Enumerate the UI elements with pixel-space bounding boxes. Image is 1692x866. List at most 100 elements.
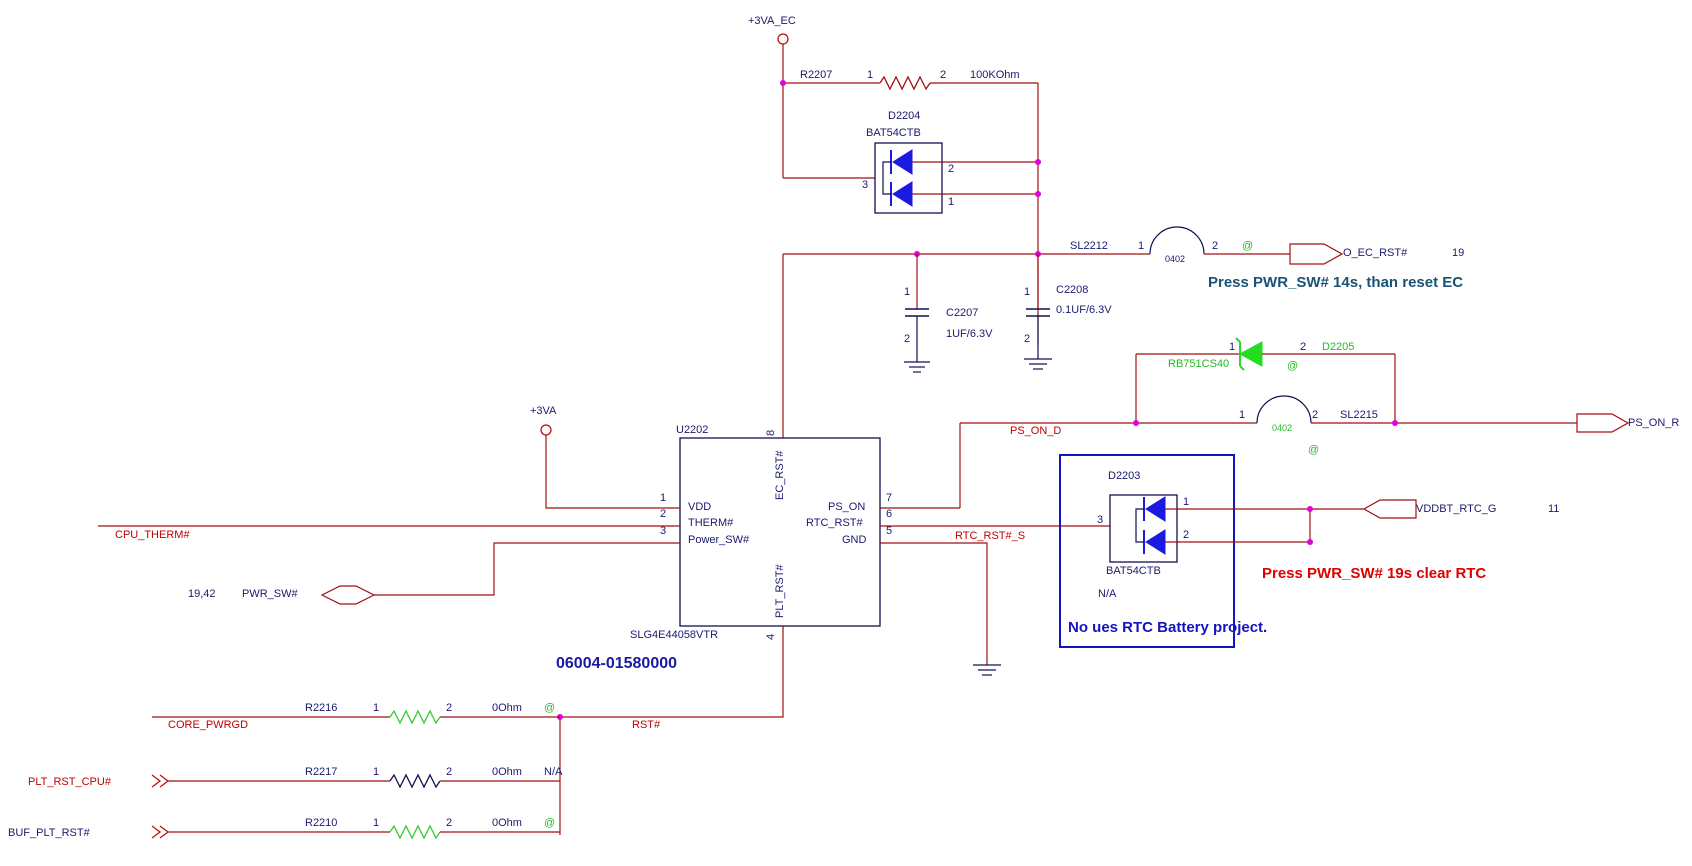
buf-plt-rst-label: BUF_PLT_RST# [8,827,91,839]
u2202-ref: U2202 [676,424,708,436]
c2208-pin1: 1 [1024,286,1030,298]
d2204-ref: D2204 [888,110,920,122]
ps-on-d-label: PS_ON_D [1010,425,1061,437]
u2202-pin-rtc-rst: RTC_RST# [806,517,864,529]
c2208-pin2: 2 [1024,333,1030,345]
diode-d2205: 1 2 D2205 RB751CS40 @ [1135,337,1396,423]
pwr-sw-page: 19,42 [188,588,216,600]
d2204-part: BAT54CTB [866,127,921,139]
r2216-value: 0Ohm [492,702,522,714]
solder-link-sl2215: 1 2 SL2215 0402 @ [960,395,1577,456]
u2202-pin-pwrsw: Power_SW# [688,534,750,546]
net-ps-on-d: PS_ON_D [880,423,1061,509]
power-3va-label: +3VA [530,405,557,417]
port-o-ec-rst: O_EC_RST# 19 [1289,243,1464,265]
resistor-r2210: BUF_PLT_RST# R2210 1 2 0Ohm @ [8,817,560,840]
u2202-pin-plt-rst: PLT_RST# [774,564,786,618]
d2204-pin3: 3 [862,179,868,191]
c2208-value: 0.1UF/6.3V [1056,304,1112,316]
r2217-value: 0Ohm [492,766,522,778]
sl2212-at: @ [1242,240,1253,252]
r2210-value: 0Ohm [492,817,522,829]
d2205-part: RB751CS40 [1168,358,1229,370]
sl2215-pkg: 0402 [1272,423,1292,433]
d2203-ref: D2203 [1108,470,1140,482]
u2202-num-6: 6 [886,508,892,520]
vddbt-page: 11 [1548,503,1559,515]
u2202-pin-ec-rst: EC_RST# [774,450,786,500]
u2202-pin-ps-on: PS_ON [828,501,865,513]
sl2212-pin1: 1 [1138,240,1144,252]
r2216-pin1: 1 [373,702,379,714]
pwr-sw-net: PWR_SW# [242,588,299,600]
rst-label: RST# [632,719,661,731]
sl2215-pin2: 2 [1312,409,1318,421]
d2205-at: @ [1287,360,1298,372]
port-ps-on-r: PS_ON_R [1576,413,1679,433]
u2202-num-1: 1 [660,492,666,504]
ps-on-r-net: PS_ON_R [1628,417,1679,429]
resistor-r2216: CORE_PWRGD R2216 1 2 0Ohm @ [152,702,560,731]
d2203-na: N/A [1098,588,1117,600]
r2207-pin1: 1 [867,69,873,81]
r2210-at: @ [544,817,555,829]
net-pwr-sw: PWR_SW# 19,42 [188,542,680,605]
u2202-num-5: 5 [886,525,892,537]
o-ec-rst-net: O_EC_RST# [1343,247,1408,259]
r2216-ref: R2216 [305,702,337,714]
power-3va-ec-label: +3VA_EC [748,15,796,27]
d2205-pin1: 1 [1229,341,1235,353]
d2203-pin3: 3 [1097,514,1103,526]
u2202-pin-vdd: VDD [688,501,711,513]
sl2212-pkg: 0402 [1165,254,1185,264]
d2203-pin1: 1 [1183,496,1189,508]
u2202-pin-gnd: GND [842,534,867,546]
r2207-ref: R2207 [800,69,832,81]
resistor-r2207: R2207 1 2 100KOhm [783,69,1038,91]
c2208-ref: C2208 [1056,284,1088,296]
r2210-ref: R2210 [305,817,337,829]
c2207-value: 1UF/6.3V [946,328,993,340]
no-battery-box [1059,454,1235,648]
u2202-num-3: 3 [660,525,666,537]
net-rtc-rst-s: RTC_RST#_S [880,525,1110,676]
sl2212-pin2: 2 [1212,240,1218,252]
ic-u2202: U2202 SLG4E44058VTR 06004-01580000 VDD T… [556,424,892,672]
c2207-pin2: 2 [904,333,910,345]
u2202-part: SLG4E44058VTR [630,629,718,641]
diode-d2203: D2203 BAT54CTB N/A 3 1 2 [1097,470,1364,600]
r2210-pin2: 2 [446,817,452,829]
r2217-pin2: 2 [446,766,452,778]
d2205-pin2: 2 [1300,341,1306,353]
r2217-na: N/A [544,766,563,778]
r2217-pin1: 1 [373,766,379,778]
c2207-pin1: 1 [904,286,910,298]
power-3va-ec: +3VA_EC [748,15,796,83]
diode-d2204: D2204 BAT54CTB 3 2 1 [782,83,1038,214]
sl2215-pin1: 1 [1239,409,1245,421]
r2216-at: @ [544,702,555,714]
u2202-num-2: 2 [660,508,666,520]
sl2212-ref: SL2212 [1070,240,1108,252]
capacitor-c2207: 1 2 C2207 1UF/6.3V [904,254,993,373]
d2204-pin1: 1 [948,196,954,208]
d2203-part: BAT54CTB [1106,565,1161,577]
r2207-pin2: 2 [940,69,946,81]
u2202-num-4: 4 [765,634,777,640]
capacitor-c2208: 1 2 C2208 0.1UF/6.3V [1024,254,1112,370]
solder-link-sl2212: SL2212 1 2 0402 @ [1070,226,1290,264]
core-pwrgd-label: CORE_PWRGD [168,719,248,731]
u2202-pin-therm: THERM# [688,517,734,529]
c2207-ref: C2207 [946,307,978,319]
r2217-ref: R2217 [305,766,337,778]
sl2215-ref: SL2215 [1340,409,1378,421]
u2202-num-8: 8 [765,430,777,436]
note-reset-ec: Press PWR_SW# 14s, than reset EC [1208,274,1463,291]
d2205-ref: D2205 [1322,341,1354,353]
net-cpu-therm: CPU_THERM# [98,525,680,541]
d2204-pin2: 2 [948,163,954,175]
note-clear-rtc: Press PWR_SW# 19s clear RTC [1262,565,1486,582]
resistor-r2217: PLT_RST_CPU# R2217 1 2 0Ohm N/A [28,766,563,789]
r2216-pin2: 2 [446,702,452,714]
